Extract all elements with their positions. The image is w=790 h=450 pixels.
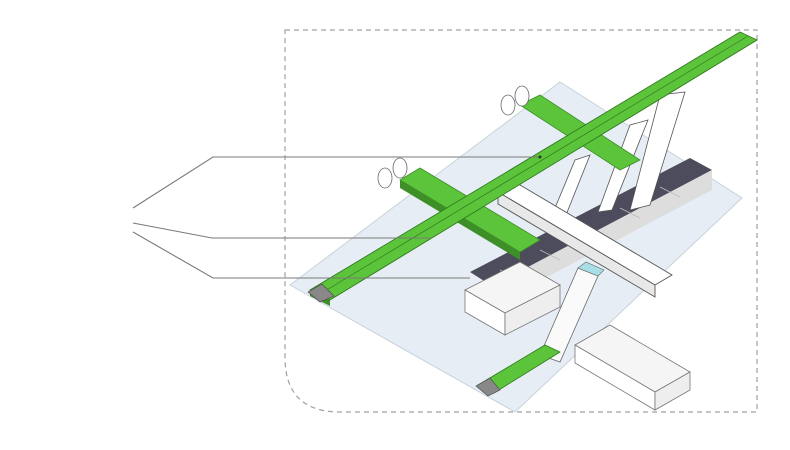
dashed-frame bbox=[284, 29, 758, 413]
white-tray-lower-right bbox=[574, 324, 691, 411]
white-tray-lower-left bbox=[464, 261, 561, 336]
leader-dot bbox=[538, 155, 542, 159]
leader-lines bbox=[132, 156, 540, 279]
vertical-riser bbox=[539, 261, 605, 363]
green-tray-lower bbox=[475, 344, 561, 397]
leader-line-3 bbox=[132, 231, 470, 279]
green-tray-main bbox=[307, 31, 758, 306]
pipe-fittings bbox=[377, 85, 530, 189]
leader-line-2 bbox=[132, 222, 430, 239]
leader-line-1 bbox=[132, 156, 540, 209]
